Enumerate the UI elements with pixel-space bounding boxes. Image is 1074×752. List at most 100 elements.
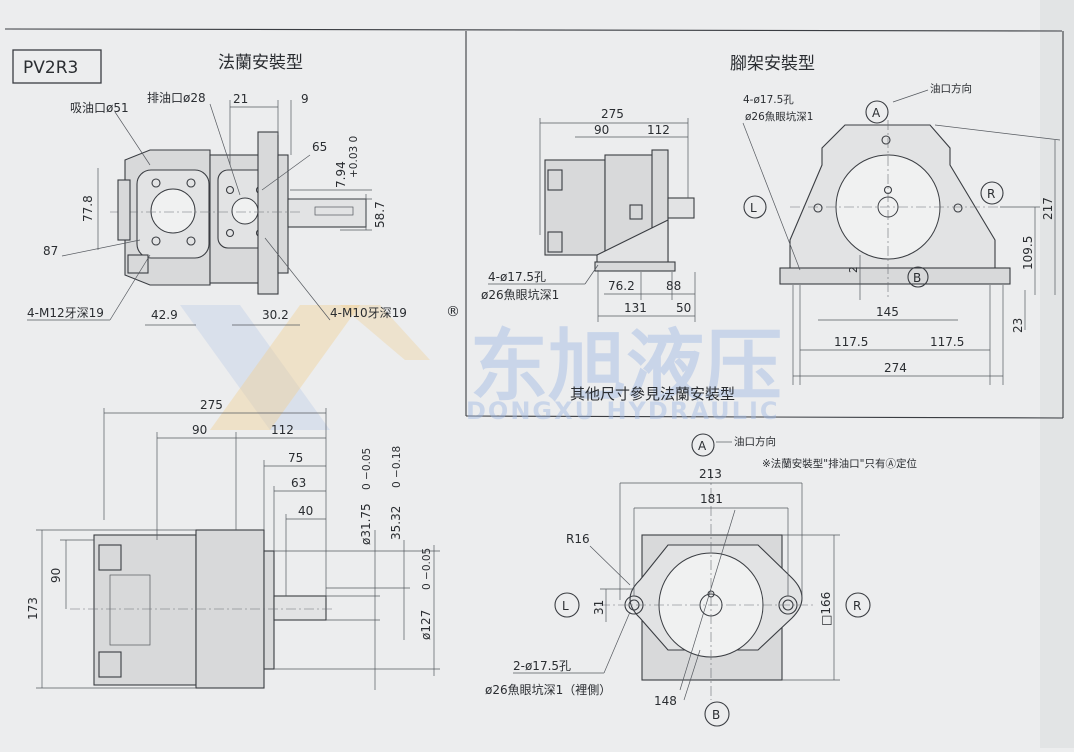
dim-87: 87 xyxy=(43,244,58,258)
foot-dim-131: 131 xyxy=(624,301,647,315)
flange-side-view: PV2R3 法蘭安裝型 21 9 吸油口ø51 排油口ø28 65 xyxy=(12,49,407,326)
foot-dim-117-5a: 117.5 xyxy=(834,335,868,349)
watermark-reg: ® xyxy=(446,304,460,320)
foot-title: 腳架安裝型 xyxy=(730,54,815,74)
front-L-circle xyxy=(554,592,580,618)
foot-dim-112: 112 xyxy=(647,123,670,137)
foot-B-circle xyxy=(907,266,929,288)
foot-pump-rear xyxy=(544,159,606,256)
foot-front-view: 腳架安裝型 A 油口方向 4-ø17.5孔 ø26魚眼坑深1 L R B 217… xyxy=(570,54,1061,403)
main-dim-90: 90 xyxy=(192,423,207,437)
foot-shaft xyxy=(667,197,695,219)
dim-21: 21 xyxy=(233,92,248,106)
foot-dim-109-5: 109.5 xyxy=(1021,236,1035,270)
main-dim-35-32: 35.32 xyxy=(389,506,403,540)
foot-note: 其他尺寸參見法蘭安裝型 xyxy=(570,385,735,403)
main-dim-40: 40 xyxy=(298,504,313,518)
foot-base xyxy=(594,261,676,272)
main-shaft xyxy=(273,595,327,621)
flange-front-view: A 油口方向 ※法蘭安裝型"排油口"只有Ⓐ定位 213 181 R16 31 L… xyxy=(485,433,917,727)
foot-spotface: ø26魚眼坑深1 xyxy=(481,287,559,302)
main-dim-75: 75 xyxy=(288,451,303,465)
front-R: R xyxy=(853,599,861,613)
m10-label: 4-M10牙深19 xyxy=(330,306,407,320)
main-tol-31-75: 0 −0.05 xyxy=(361,448,373,490)
foot-port-dir: 油口方向 xyxy=(930,82,972,95)
flange-title: 法蘭安裝型 xyxy=(218,53,303,73)
shaft xyxy=(287,198,367,228)
foot-dim-145: 145 xyxy=(876,305,899,319)
foot-R: R xyxy=(987,187,995,201)
foot-side-view: 275 90 112 4-ø17.5孔 ø26魚眼坑深1 76.2 88 131… xyxy=(481,107,696,322)
foot-holes: 4-ø17.5孔 xyxy=(488,270,546,284)
main-tol-35-32: 0 −0.18 xyxy=(391,446,403,488)
main-pilot xyxy=(263,550,275,670)
dim-7-94-tol: +0.03 0 xyxy=(348,136,360,178)
front-B: B xyxy=(712,708,720,722)
foot-dim-274: 274 xyxy=(884,361,907,375)
main-dim-63: 63 xyxy=(291,476,306,490)
dim-42-9: 42.9 xyxy=(151,308,178,322)
front-dim-166: □166 xyxy=(819,592,833,626)
watermark-cn: 东旭液压 xyxy=(470,322,782,412)
discharge-port xyxy=(231,197,259,225)
front-spotface: ø26魚眼坑深1（裡側） xyxy=(485,682,611,697)
m12-label: 4-M12牙深19 xyxy=(27,306,104,320)
main-dia-31-75: ø31.75 xyxy=(359,503,373,545)
mount-flange xyxy=(257,131,279,295)
front-note: ※法蘭安裝型"排油口"只有Ⓐ定位 xyxy=(762,457,917,470)
foot-dim-88: 88 xyxy=(666,279,681,293)
front-B-circle xyxy=(704,701,730,727)
front-dim-148: 148 xyxy=(654,694,677,708)
front-holes: 2-ø17.5孔 xyxy=(513,659,571,673)
main-dim-112: 112 xyxy=(271,423,294,437)
front-A: A xyxy=(698,439,707,453)
dim-65: 65 xyxy=(312,140,327,154)
foot-dim-76-2: 76.2 xyxy=(608,279,635,293)
front-r16: R16 xyxy=(566,532,590,546)
dim-9: 9 xyxy=(301,92,309,106)
foot-L: L xyxy=(750,201,757,215)
foot-dim-50: 50 xyxy=(676,301,691,315)
foot-B: B xyxy=(913,271,921,285)
foot-dim-117-5b: 117.5 xyxy=(930,335,964,349)
front-dim-213: 213 xyxy=(699,467,722,481)
main-tol-127: 0 −0.05 xyxy=(421,548,433,590)
main-dim-90v: 90 xyxy=(49,568,63,583)
dim-30-2: 30.2 xyxy=(262,308,289,322)
main-dia-127: ø127 xyxy=(419,610,433,640)
dim-7-94: 7.94 xyxy=(334,161,348,188)
foot-L-circle xyxy=(743,195,767,219)
main-dim-275: 275 xyxy=(200,398,223,412)
foot-port-A: A xyxy=(872,106,881,120)
front-dim-181: 181 xyxy=(700,492,723,506)
discharge-label: 排油口ø28 xyxy=(147,91,206,105)
foot-port-A-circle xyxy=(865,100,889,124)
foot-front-spotface: ø26魚眼坑深1 xyxy=(745,110,813,123)
front-R-circle xyxy=(845,592,871,618)
foot-dim-2: 2 xyxy=(848,266,860,273)
foot-front-base xyxy=(779,267,1011,285)
main-dim-173: 173 xyxy=(26,597,40,620)
model-box xyxy=(12,49,102,84)
model-label: PV2R3 xyxy=(23,58,78,78)
foot-dim-23: 23 xyxy=(1011,318,1025,333)
foot-dim-90: 90 xyxy=(594,123,609,137)
dim-58-7: 58.7 xyxy=(373,201,387,228)
foot-R-circle xyxy=(980,181,1004,205)
front-L: L xyxy=(562,599,569,613)
main-rear-body xyxy=(93,534,197,686)
watermark-en: DONGXU HYDRAULIC xyxy=(466,397,779,425)
watermark: 东旭液压 DONGXU HYDRAULIC ® xyxy=(180,304,782,430)
front-A-circle xyxy=(691,433,715,457)
suction-label: 吸油口ø51 xyxy=(70,101,129,115)
flange-main-view: 275 90 112 75 63 40 173 90 ø31.75 0 −0.0… xyxy=(26,398,440,690)
front-dim-31: 31 xyxy=(592,600,606,615)
foot-dim-275: 275 xyxy=(601,107,624,121)
foot-dim-217: 217 xyxy=(1041,197,1055,220)
front-port-dir: 油口方向 xyxy=(734,435,776,448)
foot-front-holes: 4-ø17.5孔 xyxy=(743,93,794,106)
suction-port xyxy=(150,188,196,234)
